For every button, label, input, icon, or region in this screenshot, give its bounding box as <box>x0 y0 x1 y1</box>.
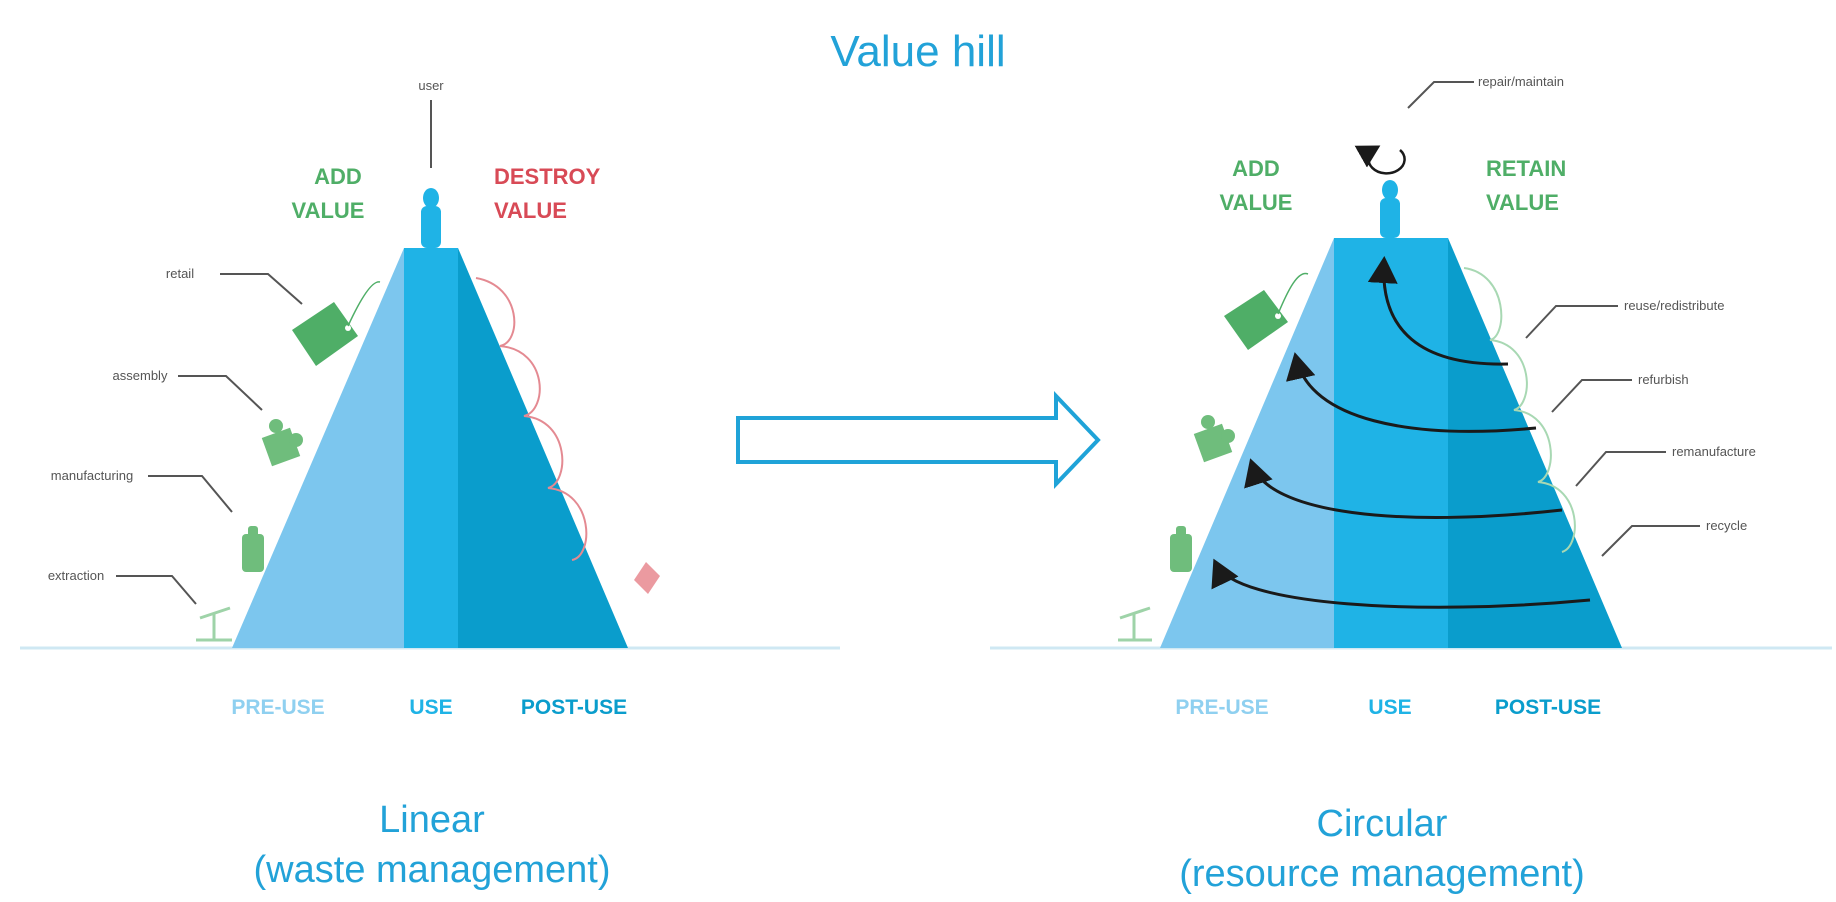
linear-add-value-line2: VALUE <box>292 198 365 223</box>
circular-reuse-arrow <box>1367 256 1509 366</box>
circular-refurbish-leader <box>1551 379 1632 413</box>
circular-remanufacture-label: remanufacture <box>1672 444 1756 459</box>
circular-retain-scallops <box>1463 267 1576 553</box>
linear-phase-post-use: POST-USE <box>521 696 627 719</box>
linear-retail-leader <box>220 273 303 305</box>
circular-refurbish-label: refurbish <box>1638 372 1689 387</box>
circular-retain-value-line2: VALUE <box>1486 190 1559 215</box>
circular-manufacturing-hand-icon <box>1170 526 1192 572</box>
transition-arrow <box>736 391 1101 489</box>
circular-post-use-section <box>1448 238 1622 648</box>
circular-assembly-puzzle-icon <box>1193 415 1235 463</box>
linear-extraction-label: extraction <box>48 568 104 583</box>
linear-user-figure <box>421 188 441 248</box>
circular-retail-tag-icon <box>1224 272 1309 350</box>
linear-retail-tag-icon <box>292 281 381 366</box>
circular-remanufacture-leader <box>1575 451 1666 487</box>
diagram-title: Value hill <box>830 27 1005 76</box>
circular-hill: repair/maintain ADD VALUE RETAIN VALUE <box>990 74 1832 895</box>
linear-destroy-value-line1: DESTROY <box>494 164 601 189</box>
linear-destroy-value-line2: VALUE <box>494 198 567 223</box>
linear-assembly-puzzle-icon <box>261 419 303 467</box>
linear-use-section <box>404 248 458 648</box>
circular-repair-loop-icon <box>1354 145 1406 175</box>
linear-add-value-line1: ADD <box>314 164 362 189</box>
circular-retain-value-line1: RETAIN <box>1486 156 1566 181</box>
linear-destroy-scallops <box>475 277 588 561</box>
circular-phase-post-use: POST-USE <box>1495 696 1601 719</box>
circular-repair-leader <box>1407 81 1474 109</box>
linear-post-use-section <box>458 248 628 648</box>
linear-waste-icon <box>634 562 660 594</box>
linear-assembly-leader <box>178 375 263 411</box>
linear-hill: user ADD VALUE DESTROY VALUE <box>20 78 840 891</box>
circular-recycle-arrow <box>1211 558 1591 609</box>
circular-repair-label: repair/maintain <box>1478 74 1564 89</box>
linear-extraction-pump-icon <box>196 606 232 642</box>
linear-retail-label: retail <box>166 266 194 281</box>
linear-caption-line2: (waste management) <box>254 849 611 891</box>
linear-user-label: user <box>418 78 444 93</box>
linear-manufacturing-hand-icon <box>242 526 264 572</box>
circular-add-value-line1: ADD <box>1232 156 1280 181</box>
circular-remanufacture-arrow <box>1244 458 1563 519</box>
circular-pre-use-section <box>1160 238 1334 648</box>
linear-caption-line1: Linear <box>379 799 485 841</box>
linear-phase-use: USE <box>409 696 452 719</box>
circular-caption-line1: Circular <box>1317 803 1448 845</box>
circular-phase-pre-use: PRE-USE <box>1175 696 1268 719</box>
linear-extraction-leader <box>116 575 197 605</box>
circular-user-figure <box>1380 180 1400 238</box>
circular-caption-line2: (resource management) <box>1179 853 1585 895</box>
linear-manufacturing-leader <box>148 475 233 513</box>
circular-extraction-pump-icon <box>1118 606 1152 642</box>
linear-pre-use-section <box>232 248 404 648</box>
linear-assembly-label: assembly <box>113 368 168 383</box>
circular-phase-use: USE <box>1368 696 1411 719</box>
circular-reuse-label: reuse/redistribute <box>1624 298 1724 313</box>
circular-reuse-leader <box>1525 305 1618 339</box>
circular-add-value-line2: VALUE <box>1220 190 1293 215</box>
circular-refurbish-arrow <box>1286 352 1537 433</box>
circular-recycle-leader <box>1601 525 1700 557</box>
linear-manufacturing-label: manufacturing <box>51 468 133 483</box>
circular-use-section <box>1334 238 1448 648</box>
linear-phase-pre-use: PRE-USE <box>231 696 324 719</box>
circular-recycle-label: recycle <box>1706 518 1747 533</box>
